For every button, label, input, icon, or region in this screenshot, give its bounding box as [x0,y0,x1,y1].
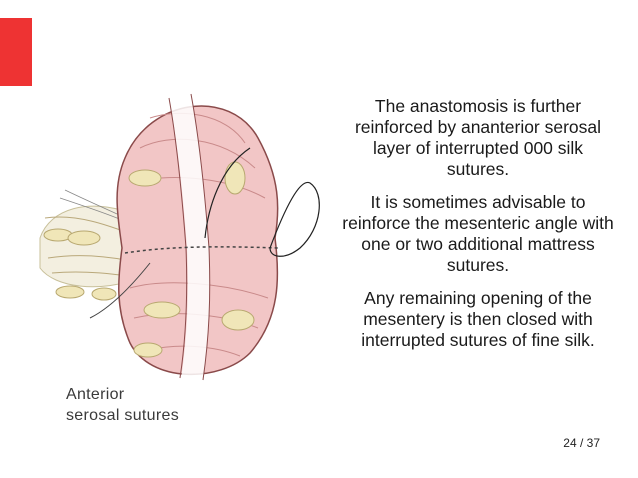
caption-line-1: Anterior [66,386,125,403]
bowel-loop [116,93,279,382]
paragraph-3: Any remaining opening of the mesentery i… [361,288,595,350]
anastomosis-illustration [39,93,320,382]
figure-caption: Anterior serosal sutures [66,384,179,426]
slide-text: The anastomosis is further reinforced by… [340,96,616,363]
paragraph-2: It is sometimes advisable to reinforce t… [342,192,614,275]
caption-line-2: serosal sutures [66,407,179,424]
suture-line [89,147,320,319]
page-number: 24 / 37 [563,436,600,450]
paragraph-1: The anastomosis is further reinforced by… [354,96,602,179]
accent-bar [0,18,32,86]
